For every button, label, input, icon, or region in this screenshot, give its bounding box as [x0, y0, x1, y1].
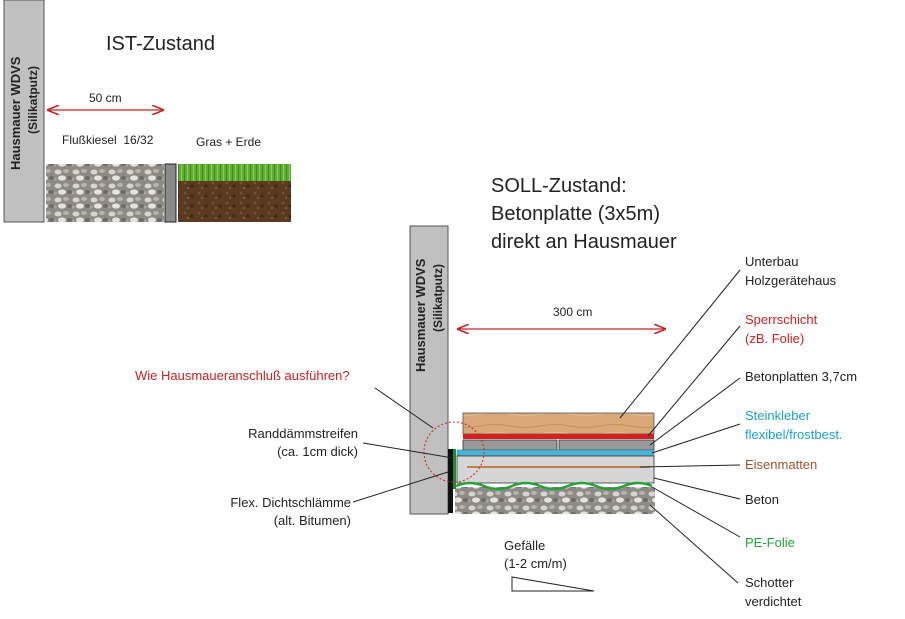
soll-wall-label-2: (Silikatputz)	[431, 264, 445, 332]
layer-pe-foil	[455, 481, 653, 491]
label-sperrschicht-2: (zB. Folie)	[745, 331, 804, 346]
leader-steinkleber	[651, 423, 741, 454]
label-pe-folie: PE-Folie	[745, 535, 795, 550]
layer-tile-1	[462, 439, 558, 451]
soll-title-3: direkt an Hausmauer	[491, 231, 677, 253]
label-unterbau-1: Unterbau	[745, 254, 798, 269]
label-steinkleber-1: Steinkleber	[745, 408, 811, 423]
layer-wood	[462, 412, 655, 435]
slope-label-1: Gefälle	[504, 538, 545, 553]
soll-wall	[409, 225, 449, 515]
layer-concrete	[456, 455, 655, 484]
ist-dimension-label: 50 cm	[89, 91, 122, 105]
leader-betonplatten	[649, 377, 741, 446]
label-betonplatten: Betonplatten 3,7cm	[745, 369, 857, 384]
label-steinkleber-2: flexibel/frostbest.	[745, 427, 843, 442]
label-eisenmatten: Eisenmatten	[745, 457, 817, 472]
layer-barrier	[463, 434, 654, 439]
sealing-slurry	[448, 449, 453, 513]
ist-title: IST-Zustand	[106, 33, 215, 55]
layer-adhesive	[456, 449, 655, 457]
ist-gravel-label: Flußkiesel 16/32	[62, 133, 154, 147]
ist-gravel	[46, 164, 164, 222]
question-leader	[374, 387, 434, 429]
ist-wall-label-1: Hausmauer WDVS	[8, 56, 23, 170]
leader-sperrschicht	[647, 325, 741, 437]
soll-title-1: SOLL-Zustand:	[491, 175, 627, 197]
dicht-leader	[352, 471, 449, 503]
ist-wall	[3, 0, 45, 223]
soll-wall-label-1: Hausmauer WDVS	[413, 258, 428, 372]
leader-eisenmatten	[639, 464, 741, 468]
leader-unterbau	[619, 269, 741, 419]
ist-wall-label-2: (Silikatputz)	[26, 66, 40, 134]
soll-title-2: Betonplatte (3x5m)	[491, 203, 660, 225]
edge-insulation-strip	[453, 449, 456, 489]
ist-grass	[178, 164, 291, 181]
dicht-label-2: (alt. Bitumen)	[274, 513, 351, 528]
rand-label-2: (ca. 1cm dick)	[277, 444, 358, 459]
soll-section: SOLL-Zustand: Betonplatte (3x5m) direkt …	[135, 175, 857, 609]
label-schotter-2: verdichtet	[745, 594, 802, 609]
layer-tile-2	[558, 439, 655, 451]
ist-soil	[178, 181, 291, 222]
rand-label-1: Randdämmstreifen	[248, 426, 358, 441]
ist-section: Hausmauer WDVS (Silikatputz) IST-Zustand…	[3, 0, 291, 223]
joint-question-circle	[423, 421, 485, 483]
slope-triangle	[511, 576, 595, 592]
ist-grass-label: Gras + Erde	[196, 135, 261, 149]
slope-label-2: (1-2 cm/m)	[504, 556, 567, 571]
question-label: Wie Hausmaueranschluß ausführen?	[135, 368, 350, 383]
leader-schotter	[649, 504, 739, 584]
leader-beton	[653, 477, 741, 500]
dicht-label-1: Flex. Dichtschlämme	[230, 495, 351, 510]
layer-gravel	[455, 487, 655, 514]
soll-dimension-label: 300 cm	[553, 305, 592, 319]
ist-edging	[164, 163, 177, 223]
right-leaders	[619, 269, 741, 584]
layer-labels: Unterbau Holzgerätehaus Sperrschicht (zB…	[745, 254, 857, 609]
rand-leader	[362, 442, 454, 459]
label-beton: Beton	[745, 492, 779, 507]
label-schotter-1: Schotter	[745, 575, 794, 590]
leader-pe-folie	[651, 486, 741, 538]
label-unterbau-2: Holzgerätehaus	[745, 273, 837, 288]
label-sperrschicht-1: Sperrschicht	[745, 312, 818, 327]
